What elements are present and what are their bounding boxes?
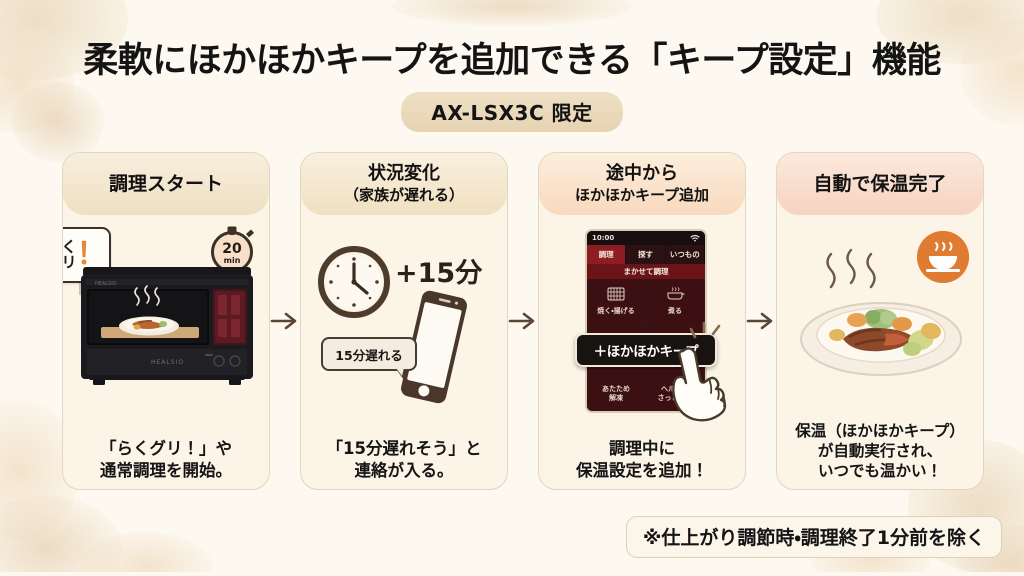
stopwatch-unit: min	[224, 256, 241, 265]
plus-fifteen-label: +15分	[395, 258, 483, 289]
step-panel-auto-keep-done: 自動で保温完了	[776, 152, 984, 490]
rakuguri-line1: らく	[62, 238, 77, 256]
model-badge: AX-LSX3C 限定	[401, 92, 623, 132]
device-mode-simmer[interactable]: 煮る	[646, 279, 705, 325]
arrow-right-icon	[746, 312, 773, 330]
clock-icon	[317, 245, 391, 319]
panel-4-caption-line2: が自動実行され、	[817, 441, 943, 460]
panel-header-1: 調理スタート	[63, 153, 269, 215]
device-subheader: まかせて調理	[587, 264, 705, 279]
device-mode-simmer-label: 煮る	[668, 307, 682, 315]
panel-1-artwork: らく グリ ！ 20 min	[63, 215, 269, 423]
panel-header-3-line1: 途中から	[606, 163, 678, 185]
device-mode-warm-label: あたため 解凍	[602, 384, 630, 402]
keep-warm-bowl-icon	[917, 231, 969, 283]
device-tab-cook[interactable]: 調理	[587, 245, 627, 264]
panel-1-caption-line1: 「らくグリ！」や	[100, 439, 232, 459]
device-mode-warm[interactable]: あたため 解凍	[587, 371, 646, 411]
wifi-icon	[690, 234, 700, 242]
hot-dish-icon	[789, 277, 973, 383]
flow-arrow-1	[270, 152, 300, 490]
microwave-oven-icon: HEALSIO	[79, 261, 255, 391]
panel-4-caption: 保温（ほかほかキープ） が自動実行され、 いつでも温かい！	[781, 421, 979, 481]
panel-header-2-line2: （家族が遅れる）	[343, 185, 464, 204]
panel-3-caption: 調理中に 保温設定を追加！	[543, 438, 741, 481]
panel-3-artwork: 10:00 調理 探す いつもの まかせて調理	[539, 215, 745, 423]
step-panel-add-keep: 途中から ほかほかキープ追加 10:00 調理 探す	[538, 152, 746, 490]
message-bubble-text: 15分遅れる	[335, 347, 403, 363]
steps-row: 調理スタート らく グリ ！	[62, 152, 984, 490]
device-status-bar: 10:00	[587, 231, 705, 245]
step-panel-situation-change: 状況変化 （家族が遅れる）	[300, 152, 508, 490]
rakuguri-exclamation: ！	[76, 237, 107, 273]
panel-3-caption-line1: 調理中に	[609, 439, 675, 459]
panel-header-4-line1: 自動で保温完了	[813, 172, 947, 195]
footnote: ※仕上がり調節時・調理終了1分前を除く	[625, 516, 1002, 558]
panel-2-caption: 「15分遅れそう」と 連絡が入る。	[305, 438, 503, 481]
svg-text:HEALSIO: HEALSIO	[151, 359, 184, 366]
panel-2-artwork: +15分 15分遅れる	[301, 215, 507, 423]
pointing-hand-icon	[667, 343, 737, 429]
panel-header-1-line1: 調理スタート	[108, 172, 223, 195]
panel-4-caption-line3: いつでも温かい！	[817, 461, 942, 480]
device-mode-grill[interactable]: 焼く・揚げる	[587, 279, 646, 325]
panel-1-caption-line2: 通常調理を開始。	[100, 460, 232, 480]
device-tabs: 調理 探す いつもの	[587, 245, 705, 264]
panel-2-caption-line1: 「15分遅れそう」と	[326, 439, 482, 459]
stopwatch-value: 20	[222, 241, 242, 257]
model-badge-wrap: AX-LSX3C 限定	[0, 92, 1024, 132]
device-status-time: 10:00	[592, 234, 615, 242]
grill-rack-icon	[607, 287, 625, 304]
panel-1-caption: 「らくグリ！」や 通常調理を開始。	[67, 438, 265, 481]
panel-4-artwork	[777, 215, 983, 423]
device-tab-usual[interactable]: いつもの	[665, 245, 705, 264]
flow-arrow-3	[746, 152, 776, 490]
tap-effect-lines	[689, 319, 729, 347]
device-tab-search[interactable]: 探す	[626, 245, 666, 264]
arrow-right-icon	[270, 312, 297, 330]
smartphone-icon	[395, 287, 473, 407]
flow-arrow-2	[508, 152, 538, 490]
panel-header-2: 状況変化 （家族が遅れる）	[301, 153, 507, 215]
device-mode-grill-label: 焼く・揚げる	[597, 307, 635, 315]
pan-steam-icon	[665, 287, 685, 304]
message-bubble: 15分遅れる	[321, 337, 417, 380]
panel-header-2-line1: 状況変化	[368, 163, 440, 185]
steam-lines-icon	[821, 239, 883, 289]
panel-2-caption-line2: 連絡が入る。	[354, 460, 454, 480]
panel-4-caption-line1: 保温（ほかほかキープ）	[795, 421, 965, 440]
rakuguri-line2: グリ	[62, 253, 77, 271]
panel-header-3: 途中から ほかほかキープ追加	[539, 153, 745, 215]
panel-header-3-line2: ほかほかキープ追加	[574, 185, 710, 204]
rakuguri-badge-text: らく グリ	[62, 238, 77, 271]
arrow-right-icon	[508, 312, 535, 330]
page-title: 柔軟にほかほかキープを追加できる「キープ設定」機能	[83, 41, 941, 81]
step-panel-cooking-start: 調理スタート らく グリ ！	[62, 152, 270, 490]
svg-text:HEALSIO: HEALSIO	[95, 281, 117, 287]
panel-3-caption-line2: 保温設定を追加！	[576, 460, 708, 480]
panel-header-4: 自動で保温完了	[777, 153, 983, 215]
badge-stem	[79, 279, 81, 295]
